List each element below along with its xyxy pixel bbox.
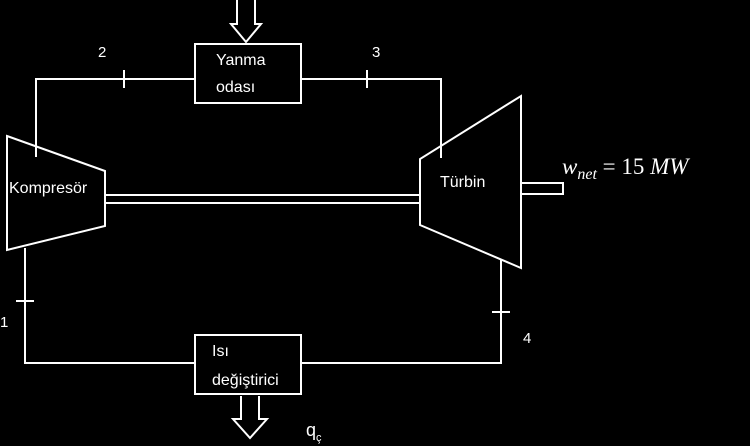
heat-exchanger-label-line1: Isı xyxy=(212,343,229,360)
output-shaft xyxy=(520,182,564,195)
turbine-label: Türbin xyxy=(440,174,486,191)
pipe-2 xyxy=(35,78,195,157)
state-point-4: 4 xyxy=(523,330,532,347)
net-work-symbol: w xyxy=(562,154,578,179)
combustion-chamber-label-line2: odası xyxy=(216,79,256,96)
heat-output-arrow xyxy=(230,396,270,440)
turbine-shape xyxy=(419,94,522,270)
pipe-4 xyxy=(301,260,502,364)
net-work-value: 15 xyxy=(621,154,645,179)
heat-exchanger-label-line2: değiştirici xyxy=(212,372,279,389)
heat-input-arrow xyxy=(228,0,264,44)
net-work-label: wnet = 15 MW xyxy=(562,154,689,185)
net-work-unit: MW xyxy=(650,154,689,179)
combustion-chamber-label-line1: Yanma xyxy=(216,52,266,69)
compressor-shape xyxy=(6,134,106,252)
state-point-3: 3 xyxy=(372,44,381,61)
heat-out-subscript: ç xyxy=(316,432,322,444)
heat-exchanger-box xyxy=(194,334,302,395)
heat-out-symbol: q xyxy=(306,420,317,440)
net-work-subscript: net xyxy=(577,166,597,183)
pipe-1 xyxy=(24,248,195,364)
pipe-3 xyxy=(301,78,442,158)
heat-out-label: qç xyxy=(306,420,322,444)
net-work-equals: = xyxy=(602,154,616,179)
compressor-label: Kompresör xyxy=(9,180,88,197)
combustion-chamber-box xyxy=(194,43,302,104)
state-point-1: 1 xyxy=(0,314,9,331)
state-point-2: 2 xyxy=(98,44,107,61)
